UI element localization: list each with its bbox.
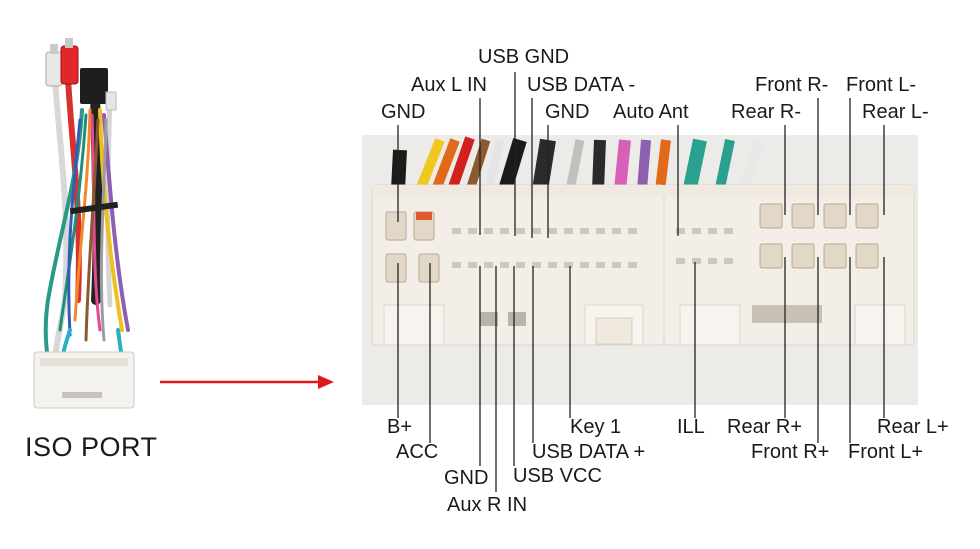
label-aux-l-in: Aux L IN [411, 74, 487, 96]
label-key1: Key 1 [570, 416, 622, 438]
label-auto-ant: Auto Ant [613, 101, 689, 123]
label-rear-l-plus: Rear L+ [877, 416, 949, 438]
label-ill: ILL [677, 416, 705, 438]
label-front-l-minus: Front L- [846, 74, 917, 96]
iso-port-caption: ISO PORT [25, 432, 158, 462]
label-acc: ACC [396, 441, 439, 463]
iso-harness-photo [33, 38, 135, 409]
label-front-r-plus: Front R+ [751, 441, 830, 463]
red-arrow [160, 375, 334, 389]
label-usb-data-plus: USB DATA + [532, 441, 646, 463]
pointer-lines [397, 72, 885, 492]
label-aux-r-in: Aux R IN [447, 494, 528, 516]
label-b-plus: B+ [387, 416, 413, 438]
label-usb-vcc: USB VCC [513, 465, 602, 487]
label-gnd-left: GND [381, 101, 426, 123]
label-rear-l-minus: Rear L- [862, 101, 929, 123]
label-gnd-mid: GND [545, 101, 590, 123]
label-front-r-minus: Front R- [755, 74, 829, 96]
label-usb-gnd: USB GND [478, 46, 570, 68]
label-gnd-bottom: GND [444, 467, 489, 489]
label-usb-data-minus: USB DATA - [527, 74, 636, 96]
label-front-l-plus: Front L+ [848, 441, 924, 463]
label-rear-r-plus: Rear R+ [727, 416, 803, 438]
connector-photo [362, 135, 918, 405]
label-rear-r-minus: Rear R- [731, 101, 802, 123]
